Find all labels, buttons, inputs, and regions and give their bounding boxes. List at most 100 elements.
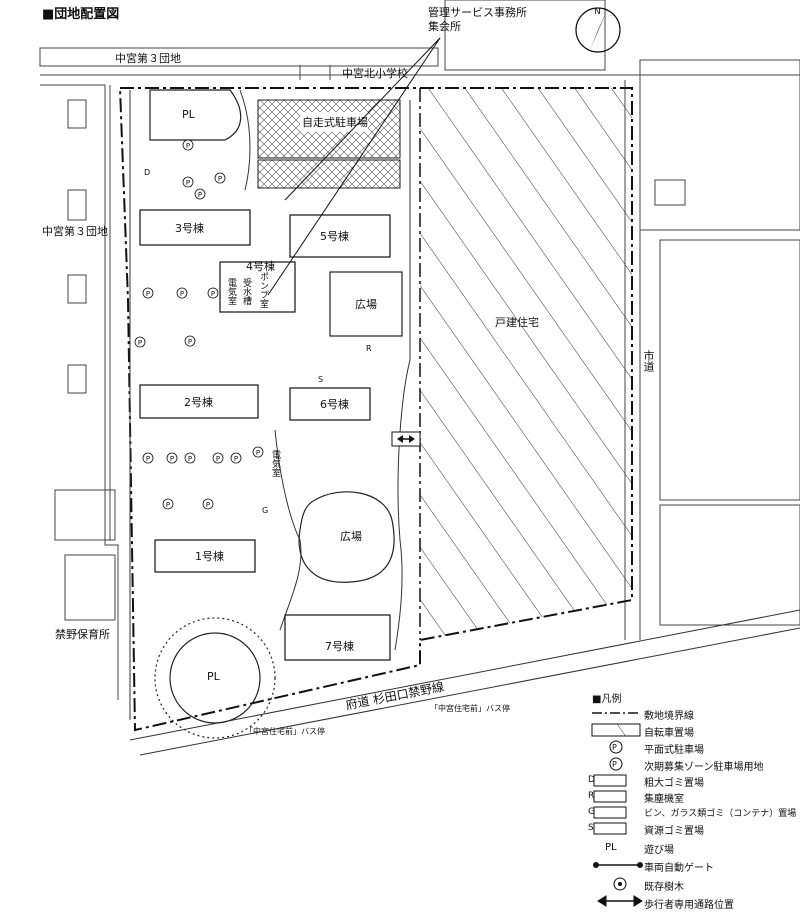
legend-symbol-s: S	[588, 823, 594, 833]
label-pump-room: ポンプ室	[258, 272, 268, 308]
parking-p-label: P	[234, 455, 238, 463]
parking-p-label: P	[146, 455, 150, 463]
map-mark-r: R	[366, 344, 372, 353]
label-building-3: 3号棟	[175, 222, 204, 235]
label-left-neighbor: 中宮第３団地	[42, 225, 108, 238]
parking-structure	[257, 99, 401, 159]
legend-item-dust-room: 集塵機室	[644, 794, 684, 805]
parking-p-mark	[134, 336, 146, 348]
north-label: N	[594, 7, 601, 17]
parking-p-mark	[212, 452, 224, 464]
label-bus-stop-1: 「中宮住宅前」バス停	[245, 727, 325, 736]
parking-p-label: P	[146, 290, 150, 298]
label-playground-1: PL	[182, 108, 195, 121]
parking-p-label: P	[188, 455, 192, 463]
legend-item-recycle: 資源ゴミ置場	[644, 826, 704, 837]
label-bus-stop-2: 「中宮住宅前」バス停	[430, 704, 510, 713]
legend-item-bulky-waste: 粗大ゴミ置場	[644, 778, 704, 789]
parking-p-mark	[252, 446, 264, 458]
label-square-1: 広場	[355, 298, 377, 311]
label-building-4: 4号棟	[246, 260, 275, 273]
legend-symbol-r: R	[588, 791, 595, 801]
label-building-5: 5号棟	[320, 230, 349, 243]
north-arrow-icon	[575, 7, 621, 53]
parking-p-mark	[194, 188, 206, 200]
legend-symbols	[591, 712, 643, 907]
prefectural-road	[129, 609, 800, 756]
legend-symbol-pl: PL	[605, 842, 617, 853]
parking-p-mark	[162, 498, 174, 510]
label-top-neighbor: 中宮第３団地	[115, 52, 181, 65]
parking-p-label: P	[216, 455, 220, 463]
playground-2	[169, 632, 261, 724]
squares	[298, 271, 403, 583]
parking-p-mark	[182, 176, 194, 188]
legend-item-pedestrian: 歩行者専用通路位置	[644, 900, 734, 911]
legend-symbol-d: D	[588, 775, 595, 785]
label-square-2: 広場	[340, 530, 362, 543]
parking-p-label: P	[256, 449, 260, 457]
internal-roads	[129, 89, 411, 720]
square-2	[298, 491, 395, 583]
label-elec-room: 電気室	[226, 278, 236, 305]
label-water-room: 受水槽	[241, 278, 251, 305]
page-title: ■団地配置図	[42, 7, 120, 22]
legend-item-glass-waste: ビン、ガラス類ゴミ（コンテナ）置場	[644, 809, 797, 819]
map-mark-s: S	[318, 375, 324, 384]
legend-item-parking: 平面式駐車場	[644, 745, 704, 756]
legend-symbol-p1: P	[612, 743, 617, 752]
parking-p-label: P	[206, 501, 210, 509]
parking-p-label: P	[211, 290, 215, 298]
label-nursery: 禁野保育所	[55, 628, 110, 641]
parking-p-label: P	[188, 338, 192, 346]
parking-p-label: P	[180, 290, 184, 298]
parking-p-mark	[142, 287, 154, 299]
legend-item-playground: 遊び場	[644, 845, 674, 856]
parking-p-mark	[202, 498, 214, 510]
map-mark-g: G	[262, 506, 269, 515]
parking-p-mark	[184, 335, 196, 347]
callout-label-office: 管理サービス事務所	[428, 6, 527, 19]
label-city-road: 市道	[642, 350, 655, 372]
parking-p-label: P	[218, 175, 222, 183]
legend-item-boundary: 敷地境界線	[644, 711, 694, 722]
label-detached: 戸建住宅	[495, 316, 539, 329]
label-playground-2: PL	[207, 670, 220, 683]
legend-symbol-g: G	[588, 807, 595, 817]
pedestrian-arrow-icon	[391, 431, 421, 447]
building-5	[289, 214, 391, 258]
building-3	[139, 209, 251, 246]
building-6	[289, 387, 371, 421]
parking-p-mark	[207, 287, 219, 299]
label-elec-room-2: 電気室	[270, 450, 280, 477]
building-1	[154, 539, 256, 573]
parking-p-mark	[182, 139, 194, 151]
label-building-1: 1号棟	[195, 550, 224, 563]
site-boundary	[118, 87, 633, 732]
callout-label-hall: 集会所	[428, 20, 461, 33]
label-school: 中宮北小学校	[342, 67, 408, 80]
map-mark-d: D	[144, 168, 151, 177]
label-building-6: 6号棟	[320, 398, 349, 411]
label-building-7: 7号棟	[325, 640, 354, 653]
parking-p-mark	[166, 452, 178, 464]
legend-item-future-parking: 次期募集ゾーン駐車場用地	[644, 762, 764, 773]
label-building-2: 2号棟	[184, 396, 213, 409]
parking-p-label: P	[166, 501, 170, 509]
building-7	[284, 614, 391, 661]
parking-p-mark	[184, 452, 196, 464]
legend-symbol-p2: P	[612, 760, 617, 769]
east-building-2	[659, 239, 800, 501]
parking-p-label: P	[198, 191, 202, 199]
parking-p-mark	[176, 287, 188, 299]
square-1	[329, 271, 403, 337]
detached-housing-area	[420, 88, 632, 640]
building-4	[219, 261, 296, 313]
label-parking-structure: 自走式駐車場	[302, 116, 368, 129]
neighbor-block-top	[39, 47, 439, 67]
parking-p-mark	[214, 172, 226, 184]
parking-p-mark	[142, 452, 154, 464]
legend-item-tree: 既存樹木	[644, 882, 684, 893]
